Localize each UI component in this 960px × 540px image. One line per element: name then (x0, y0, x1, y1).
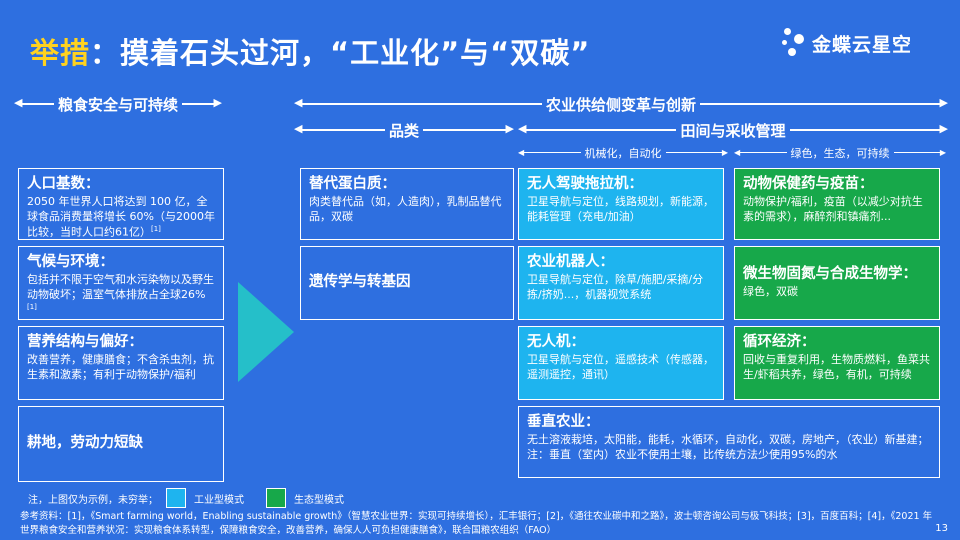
drone-title: 无人机： (527, 334, 585, 350)
protein-title: 替代蛋白质： (309, 176, 396, 192)
vaccine-box: 动物保健药与疫苗： 动物保护/福利，疫苗（以减少对抗生素的需求），麻醉剂和镇痛剂… (734, 168, 940, 240)
vertical-title: 垂直农业： (527, 414, 600, 430)
arrow-right-icon: ▶ (939, 96, 948, 109)
title-highlight: 举措 (30, 36, 91, 70)
arrow-left-icon: ◀ (518, 148, 525, 157)
arrow-left-icon: ◀ (294, 122, 303, 135)
circular-title: 循环经济： (743, 334, 816, 350)
drone-text: 卫星导航与定位，遥感技术（传感器，遥测遥控，通讯） (527, 352, 714, 381)
page-number: 13 (935, 523, 948, 534)
arrow-right-icon: ▶ (213, 96, 222, 109)
robot-title: 农业机器人： (527, 254, 614, 270)
kingdee-dots-logo-icon (780, 28, 806, 58)
arrow-right-icon: ▶ (939, 148, 946, 157)
genetics-title: 遗传学与转基因 (309, 274, 411, 291)
legend: 注，上图仅为示例，未穷举； 工业型模式 生态型模式 (28, 488, 344, 508)
arrow-left-icon: ◀ (734, 148, 741, 157)
arrow-right-icon: ▶ (505, 122, 514, 135)
section-right-header: ◀ ▶ 农业供给侧变革与创新 (294, 93, 948, 115)
climate-box: 气候与环境： 包括并不限于空气和水污染物以及野生动物破坏；温室气体排放占全球26… (18, 246, 224, 320)
legend-industrial-swatch (166, 488, 186, 508)
arrow-left-icon: ◀ (518, 122, 527, 135)
arrow-right-icon: ▶ (939, 122, 948, 135)
genetics-box: 遗传学与转基因 (300, 246, 514, 320)
arrow-right-icon: ▶ (721, 148, 728, 157)
field-header: ◀ ▶ 田间与采收管理 (518, 119, 948, 141)
population-title: 人口基数： (27, 176, 100, 192)
references: 参考资料：[1]，《Smart farming world，Enabling s… (20, 511, 933, 536)
microbe-box: 微生物固氮与合成生物学： 绿色，双碳 (734, 246, 940, 320)
protein-text: 肉类替代品（如，人造肉），乳制品替代品，双碳 (309, 194, 502, 223)
mech-label: 机械化，自动化 (580, 145, 666, 161)
labor-title: 耕地，劳动力短缺 (27, 435, 143, 452)
arrow-left-icon: ◀ (14, 96, 23, 109)
nutrition-box: 营养结构与偏好： 改善营养，健康膳食；不含杀虫剂，抗生素和激素；有利于动物保护/… (18, 326, 224, 400)
microbe-text: 绿色，双碳 (743, 284, 798, 298)
population-text: 2050 年世界人口将达到 100 亿，全球食品消费量将增长 60%（与2000… (27, 194, 215, 239)
logo-text: 金蝶云星空 (812, 33, 913, 56)
brand-logo: 金蝶云星空 (780, 28, 912, 58)
products-label: 品类 (384, 119, 423, 141)
climate-text: 包括并不限于空气和水污染物以及野生动物破坏；温室气体排放占全球26%[1] (27, 272, 214, 311)
vaccine-title: 动物保健药与疫苗： (743, 176, 874, 192)
circular-box: 循环经济： 回收与重复利用，生物质燃料，鱼菜共生/虾稻共养，绿色，有机，可持续 (734, 326, 940, 400)
nutrition-text: 改善营养，健康膳食；不含杀虫剂，抗生素和激素；有利于动物保护/福利 (27, 352, 214, 381)
legend-note: 注，上图仅为示例，未穷举； (28, 494, 158, 506)
robot-box: 农业机器人： 卫星导航与定位，除草/施肥/采摘/分拣/挤奶...，机器视觉系统 (518, 246, 724, 320)
population-ref: [1] (151, 224, 161, 233)
arrow-left-icon: ◀ (294, 96, 303, 109)
section-right-label: 农业供给侧变革与创新 (541, 93, 700, 115)
robot-text: 卫星导航与定位，除草/施肥/采摘/分拣/挤奶...，机器视觉系统 (527, 272, 704, 301)
green-subheader: ◀ ▶ 绿色，生态，可持续 (734, 145, 946, 161)
tractor-title: 无人驾驶拖拉机： (527, 176, 643, 192)
vertical-text: 无土溶液栽培，太阳能，能耗，水循环，自动化，双碳，房地产，（农业）新基建；注：垂… (527, 432, 929, 461)
title-rest: ：摸着石头过河，“工业化”与“双碳” (90, 36, 591, 70)
legend-industrial-label: 工业型模式 (194, 494, 244, 506)
page-title: 举措：摸着石头过河，“工业化”与“双碳” (30, 30, 590, 72)
microbe-title: 微生物固氮与合成生物学： (743, 266, 917, 282)
vaccine-text: 动物保护/福利，疫苗（以减少对抗生素的需求），麻醉剂和镇痛剂... (743, 194, 923, 223)
field-label: 田间与采收管理 (676, 119, 790, 141)
legend-ecological-label: 生态型模式 (294, 494, 344, 506)
green-label: 绿色，生态，可持续 (786, 145, 894, 161)
triangle-arrow-icon (238, 282, 294, 382)
tractor-text: 卫星导航与定位，线路规划，新能源，能耗管理（充电/加油） (527, 194, 714, 223)
mech-subheader: ◀ ▶ 机械化，自动化 (518, 145, 728, 161)
climate-title: 气候与环境： (27, 254, 114, 270)
section-left-label: 粮食安全与可持续 (53, 93, 182, 115)
nutrition-title: 营养结构与偏好： (27, 334, 143, 350)
vertical-farming-box: 垂直农业： 无土溶液栽培，太阳能，能耗，水循环，自动化，双碳，房地产，（农业）新… (518, 406, 940, 478)
protein-box: 替代蛋白质： 肉类替代品（如，人造肉），乳制品替代品，双碳 (300, 168, 514, 240)
tractor-box: 无人驾驶拖拉机： 卫星导航与定位，线路规划，新能源，能耗管理（充电/加油） (518, 168, 724, 240)
climate-ref: [1] (27, 302, 37, 311)
drone-box: 无人机： 卫星导航与定位，遥感技术（传感器，遥测遥控，通讯） (518, 326, 724, 400)
products-header: ◀ ▶ 品类 (294, 119, 514, 141)
circular-text: 回收与重复利用，生物质燃料，鱼菜共生/虾稻共养，绿色，有机，可持续 (743, 352, 930, 381)
legend-ecological-swatch (266, 488, 286, 508)
section-left-header: ◀ ▶ 粮食安全与可持续 (14, 93, 222, 115)
labor-box: 耕地，劳动力短缺 (18, 406, 224, 482)
population-box: 人口基数： 2050 年世界人口将达到 100 亿，全球食品消费量将增长 60%… (18, 168, 224, 240)
